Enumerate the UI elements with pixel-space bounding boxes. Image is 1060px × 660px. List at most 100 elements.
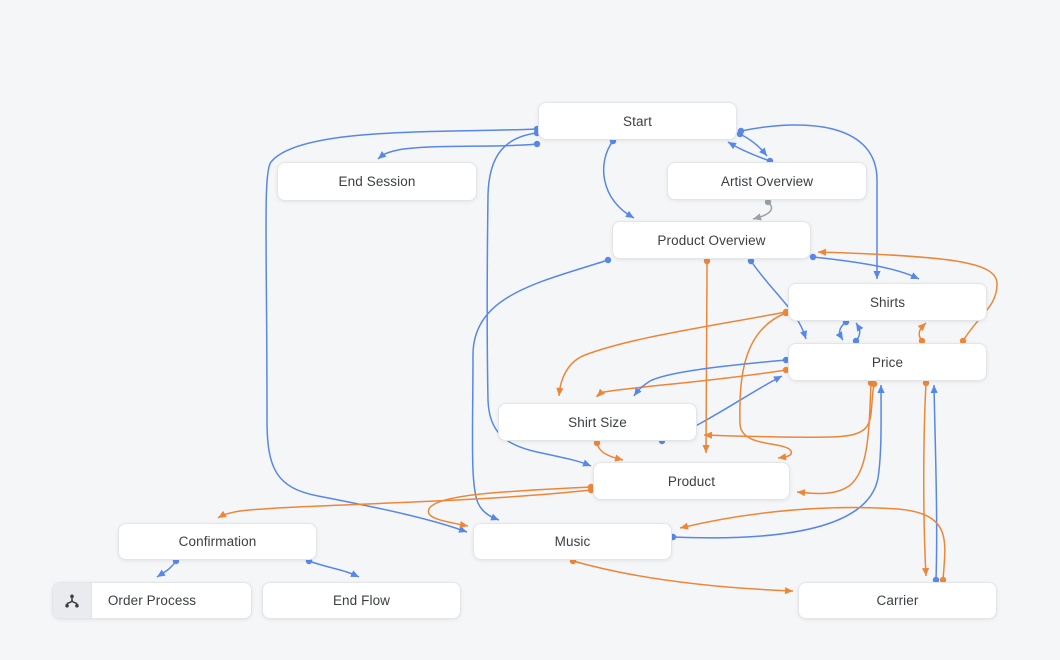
edge-arrowhead — [157, 569, 166, 577]
node-label: End Flow — [332, 593, 391, 608]
node-label: Start — [622, 113, 652, 129]
edge-carrier-to-music — [679, 506, 947, 584]
edge-arrowhead — [704, 431, 713, 439]
node-label: Carrier — [876, 593, 919, 608]
edge-shirt-size-to-product — [593, 439, 624, 462]
edge-arrowhead — [614, 454, 623, 462]
edge-shirts-to-product — [739, 309, 793, 461]
node-shirt-size[interactable]: Shirt Size — [498, 403, 697, 441]
edge-arrowhead — [797, 489, 806, 497]
edge-source-dot — [870, 380, 878, 388]
edge-source-dot — [533, 140, 541, 148]
edge-arrowhead — [582, 459, 591, 467]
node-carrier[interactable]: Carrier — [798, 582, 997, 619]
edge-carrier-to-price — [930, 384, 940, 584]
node-label: Product Overview — [657, 232, 766, 248]
edge-arrowhead — [835, 331, 843, 340]
edge-artist-overview-to-start — [727, 141, 774, 165]
edge-price-to-product — [796, 379, 875, 497]
edge-price-to-shirt-size — [633, 356, 790, 397]
edge-confirmation-to-order-process — [156, 557, 180, 578]
node-shirts[interactable]: Shirts — [788, 283, 987, 321]
edge-source-dot — [604, 256, 612, 264]
edge-start-to-shirts — [737, 124, 881, 279]
edge-arrowhead — [930, 385, 938, 394]
edge-product-overview-to-price — [747, 257, 808, 340]
edge-product-overview-to-product — [702, 257, 711, 454]
edge-arrowhead — [350, 570, 359, 577]
edge-arrowhead — [378, 151, 387, 159]
node-label: Shirt Size — [568, 414, 627, 430]
node-product-overview[interactable]: Product Overview — [612, 221, 811, 259]
edge-source-dot — [587, 483, 595, 491]
node-label: Artist Overview — [720, 173, 814, 189]
node-confirmation[interactable]: Confirmation — [118, 523, 317, 560]
edge-source-dot — [747, 257, 755, 265]
edge-arrowhead — [800, 330, 808, 339]
edge-source-dot — [932, 576, 940, 584]
edge-arrowhead — [921, 567, 930, 576]
edge-confirmation-to-end-flow — [305, 557, 360, 578]
edge-arrowhead — [856, 323, 864, 332]
edge-source-dot — [703, 257, 711, 265]
edge-source-dot — [809, 253, 817, 261]
edge-shirts-to-shirt-size — [556, 308, 790, 397]
node-start[interactable]: Start — [538, 102, 737, 140]
edge-price-to-carrier — [921, 379, 930, 577]
node-music[interactable]: Music — [473, 523, 672, 560]
node-price[interactable]: Price — [788, 343, 987, 381]
edge-arrowhead — [784, 587, 793, 595]
edge-arrowhead — [873, 271, 881, 279]
edge-source-dot — [852, 337, 860, 345]
node-product[interactable]: Product — [593, 462, 790, 500]
edge-product-to-confirmation — [217, 486, 595, 519]
edge-arrowhead — [597, 388, 606, 397]
node-end-flow[interactable]: End Flow — [262, 582, 461, 619]
edge-arrowhead — [634, 387, 642, 396]
edge-source-dot — [737, 127, 745, 135]
node-order-process[interactable]: Order Process — [52, 582, 252, 619]
node-label: Product — [667, 473, 716, 489]
edge-arrowhead — [556, 387, 564, 396]
edge-arrowhead — [917, 323, 926, 332]
edge-arrowhead — [218, 510, 227, 518]
edge-price-to-shirt-size — [703, 380, 878, 439]
edge-source-dot — [922, 379, 930, 387]
edge-source-dot — [782, 309, 790, 317]
node-artist-overview[interactable]: Artist Overview — [667, 162, 867, 200]
edge-price-to-shirts — [917, 322, 927, 345]
edge-source-dot — [782, 356, 790, 364]
edge-arrowhead — [753, 213, 762, 221]
node-label: Confirmation — [178, 534, 257, 549]
flow-branch-icon — [53, 583, 92, 618]
edge-price-to-shirt-size — [596, 366, 790, 398]
node-end-session[interactable]: End Session — [277, 162, 477, 201]
edge-source-dot — [939, 576, 947, 584]
edge-arrowhead — [910, 272, 919, 279]
edge-arrowhead — [625, 210, 634, 218]
edge-arrowhead — [773, 376, 782, 383]
edge-product-overview-to-shirts — [809, 253, 920, 280]
edge-price-to-shirts — [852, 322, 864, 345]
edge-product-to-music — [427, 483, 595, 529]
edge-start-to-end-session — [377, 140, 541, 160]
edge-arrowhead — [680, 522, 689, 530]
edge-arrowhead — [702, 444, 710, 453]
edge-source-dot — [593, 439, 601, 447]
node-label: Music — [554, 534, 591, 549]
edge-product-overview-to-music — [471, 256, 612, 521]
edge-arrowhead — [459, 520, 468, 529]
edge-arrowhead — [728, 142, 737, 150]
edge-source-dot — [918, 337, 926, 345]
edge-arrowhead — [877, 385, 885, 394]
node-label: End Session — [338, 174, 416, 189]
edge-source-dot — [959, 337, 967, 345]
edge-start-to-product-overview — [602, 137, 635, 219]
edge-music-to-carrier — [569, 557, 794, 595]
edge-arrowhead — [818, 248, 827, 256]
edge-arrowhead — [778, 453, 787, 461]
node-label: Order Process — [107, 593, 197, 608]
